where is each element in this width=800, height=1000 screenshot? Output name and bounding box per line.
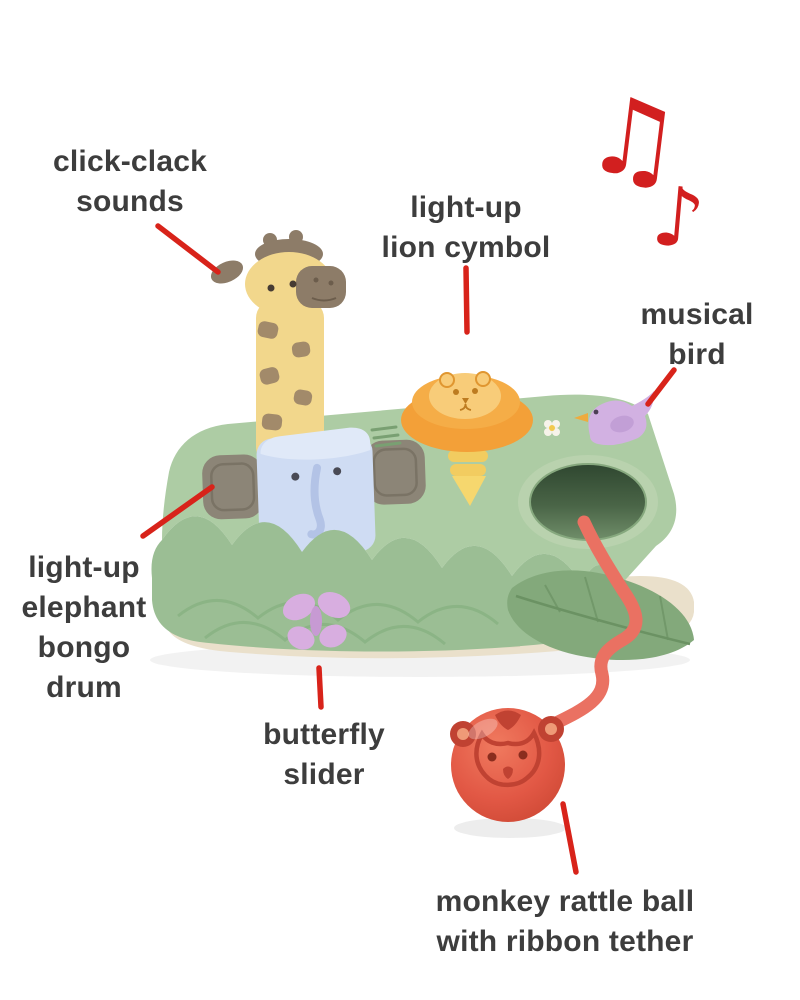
butterfly-body: [310, 606, 322, 636]
giraffe-eye: [267, 284, 275, 292]
label-monkey-rattle-ball: monkey rattle ball with ribbon tether: [385, 882, 745, 962]
lion-stem: [452, 476, 486, 506]
ribbon-tether: [543, 515, 643, 733]
callout-line-lion: [463, 265, 470, 335]
flower-detail: [544, 420, 560, 436]
lion-eye: [472, 388, 478, 394]
callout-line-elephant: [140, 484, 215, 539]
giraffe-clicker: [210, 230, 346, 465]
monkey-eye: [487, 752, 497, 762]
monkey-face-outline: [474, 728, 542, 788]
label-line: click-clack: [53, 145, 207, 178]
callout-line-butterfly: [316, 665, 324, 710]
label-line: drum: [46, 671, 122, 704]
label-click-clack-sounds: click-clack sounds: [25, 142, 235, 222]
label-line: bongo: [37, 631, 131, 664]
elephant-right-ear: [364, 439, 426, 505]
monkey-hair: [495, 710, 521, 730]
butterfly-slider: [282, 591, 351, 650]
musical-bird: [574, 391, 655, 446]
speaker-grille: [370, 425, 402, 448]
giraffe-left-ear: [210, 260, 244, 284]
callout-lines: [140, 223, 677, 875]
callout-line-bird: [645, 367, 677, 407]
label-musical-bird: musical bird: [627, 295, 767, 375]
callout-line-click-clack: [155, 223, 221, 275]
label-light-up-elephant-bongo-drum: light-up elephant bongo drum: [9, 548, 159, 708]
elephant-drum-top: [260, 427, 371, 460]
giraffe-muzzle: [296, 266, 346, 308]
label-line: lion cymbol: [381, 231, 551, 264]
lion-eye: [453, 389, 459, 395]
monkey-eye: [518, 750, 528, 760]
label-line: butterfly: [263, 718, 385, 751]
giraffe-eye: [289, 280, 297, 288]
ball-shadow: [454, 818, 566, 838]
label-butterfly-slider: butterfly slider: [234, 715, 414, 795]
label-line: light-up: [28, 551, 140, 584]
label-line: monkey rattle ball: [435, 885, 695, 918]
bird-wing: [610, 415, 634, 433]
leaf-ramp: [507, 570, 694, 661]
elephant-eye: [291, 472, 300, 481]
label-line: musical: [640, 298, 754, 331]
monkey-rattle-ball: [450, 708, 565, 822]
label-line: sounds: [76, 185, 184, 218]
monkey-nose: [503, 766, 513, 779]
label-line: with ribbon tether: [436, 925, 694, 958]
elephant-trunk: [307, 463, 325, 539]
elephant-bongo-drum: [202, 427, 426, 555]
bird-eye: [593, 409, 599, 415]
label-line: slider: [283, 758, 365, 791]
label-line: light-up: [410, 191, 522, 224]
callout-line-monkey: [560, 801, 579, 875]
single-music-note-icon: ♪: [648, 168, 709, 269]
label-light-up-lion-cymbol: light-up lion cymbol: [356, 188, 576, 268]
elephant-left-ear: [202, 454, 264, 520]
label-line: elephant: [21, 591, 147, 624]
ball-drop-hole: [518, 455, 658, 549]
lion-cymbal: [401, 371, 533, 506]
lion-ear: [439, 372, 455, 388]
bird-beak: [574, 413, 588, 422]
giraffe-patches: [257, 321, 315, 449]
lion-ear: [475, 371, 491, 387]
grass-arc-pattern: [177, 599, 499, 646]
elephant-eye: [333, 467, 342, 476]
label-line: bird: [668, 338, 726, 371]
